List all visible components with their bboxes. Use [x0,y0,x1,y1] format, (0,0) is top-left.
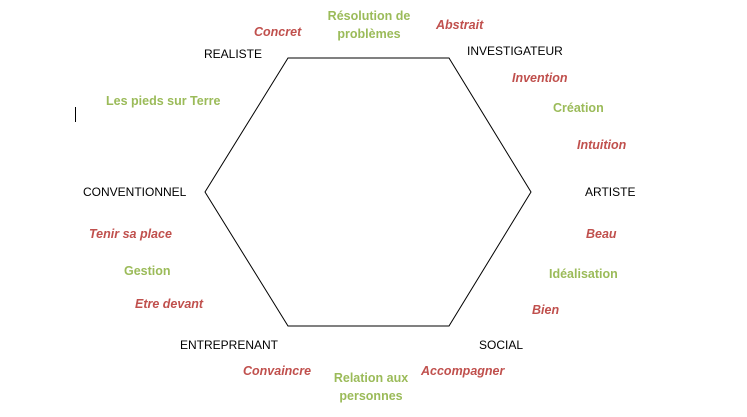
text-cursor [75,107,76,122]
type-realiste: REALISTE [204,47,263,61]
trait-convaincre: Convaincre [243,364,312,378]
trait-resolution-line1: Résolution de [327,9,411,23]
type-entreprenant: ENTREPRENANT [180,338,279,352]
type-investigateur: INVESTIGATEUR [467,44,563,58]
trait-gestion: Gestion [124,264,171,278]
trait-pieds-sur-terre: Les pieds sur Terre [106,94,221,108]
trait-relation-line1: Relation aux [333,371,409,385]
trait-creation: Création [553,101,604,115]
trait-resolution-line2: problèmes [337,27,401,41]
type-social: SOCIAL [479,338,524,352]
trait-bien: Bien [532,303,560,317]
trait-concret: Concret [254,25,302,39]
trait-beau: Beau [586,227,617,241]
trait-relation-line2: personnes [339,389,403,403]
trait-idealisation: Idéalisation [549,267,618,281]
hexagon-outline [204,57,532,327]
type-conventionnel: CONVENTIONNEL [83,185,187,199]
trait-invention: Invention [512,71,568,85]
type-artiste: ARTISTE [585,185,636,199]
trait-accompagner: Accompagner [421,364,505,378]
trait-intuition: Intuition [577,138,627,152]
trait-etre-devant: Etre devant [135,297,204,311]
trait-abstrait: Abstrait [436,18,484,32]
trait-tenir-sa-place: Tenir sa place [89,227,172,241]
